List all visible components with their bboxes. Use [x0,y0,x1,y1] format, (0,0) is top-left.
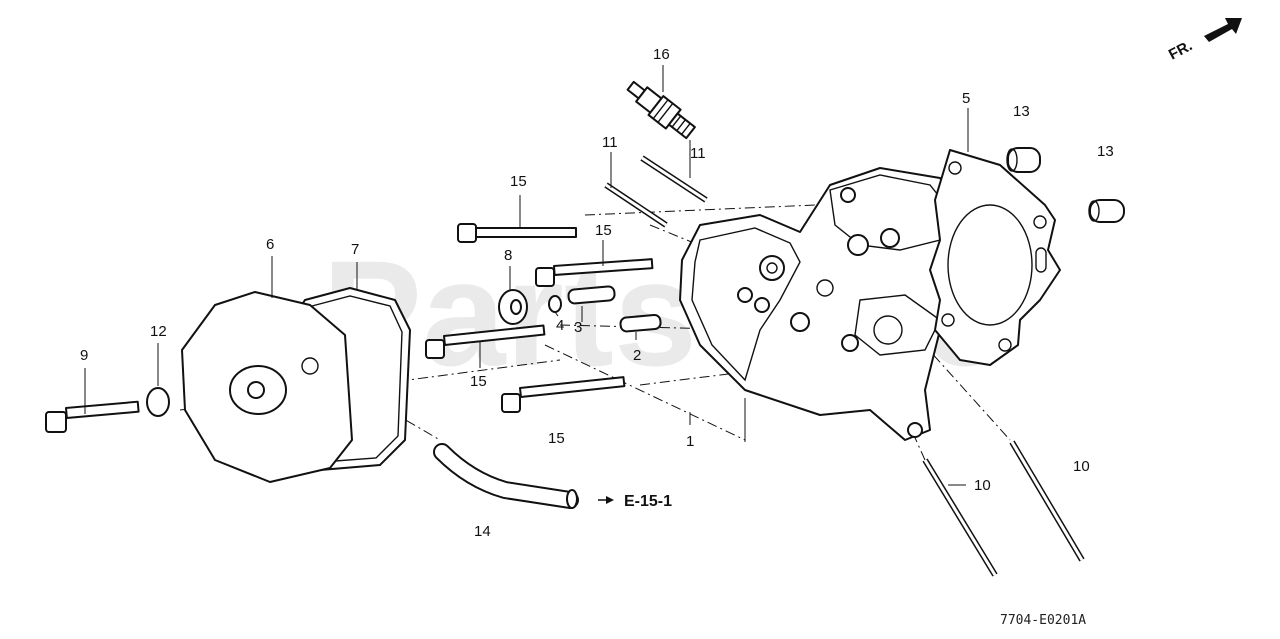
front-orientation: FR. [1166,18,1242,64]
dowel-pin[interactable] [1006,147,1041,173]
callout-7: 7 [351,241,359,258]
callout-13: 13 [1013,103,1030,120]
head-cover[interactable] [181,291,353,483]
dowel-pin[interactable] [1088,199,1125,223]
callout-1: 1 [686,433,694,450]
head-cover-bolt[interactable] [45,400,140,433]
callout-16: 16 [653,46,670,63]
callout-6: 6 [266,236,274,253]
sealing-washer[interactable] [146,387,170,417]
flange-bolt[interactable] [457,223,577,243]
arrow-right-icon [606,496,614,504]
stud-bolt[interactable] [640,155,708,203]
reference-link[interactable]: E-15-1 [598,493,672,510]
callout-13: 13 [1097,143,1114,160]
breather-tube[interactable] [433,443,579,509]
dowel-pin[interactable] [619,314,662,333]
callout-8: 8 [504,247,512,264]
washer-hole [510,299,522,315]
flange-bolt[interactable] [425,324,546,359]
callout-15: 15 [470,373,487,390]
spark-plug[interactable] [623,76,698,142]
o-ring[interactable] [548,295,562,313]
head-gasket[interactable] [929,149,1061,366]
callout-12: 12 [150,323,167,340]
callout-4: 4 [556,317,564,334]
dowel-pin[interactable] [567,285,616,305]
flange-bolt[interactable] [535,258,654,287]
callout-5: 5 [962,90,970,107]
callout-10: 10 [1073,458,1090,475]
stud-bolt[interactable] [1009,440,1085,562]
front-direction-arrow-icon [1204,18,1242,42]
cylinder-head[interactable] [679,167,973,441]
callout-10: 10 [974,477,991,494]
reference-label[interactable]: E-15-1 [624,493,672,510]
callout-11: 11 [602,134,618,151]
callout-15: 15 [595,222,612,239]
callout-labels: 1 2 3 4 5 6 7 8 9 10 10 11 11 12 13 13 1… [80,46,1114,540]
stud-bolt[interactable] [604,182,668,228]
front-label: FR. [1166,37,1195,63]
callout-11: 11 [690,145,706,162]
leader-lines [84,65,969,486]
callout-3: 3 [574,319,582,336]
callout-14: 14 [474,523,491,540]
callout-15: 15 [510,173,527,190]
callout-9: 9 [80,347,88,364]
stud-bolt[interactable] [922,458,998,577]
callout-15: 15 [548,430,565,447]
diagram-code: 7704-E0201A [1000,613,1086,628]
flange-bolt[interactable] [501,376,626,413]
callout-2: 2 [633,347,641,364]
